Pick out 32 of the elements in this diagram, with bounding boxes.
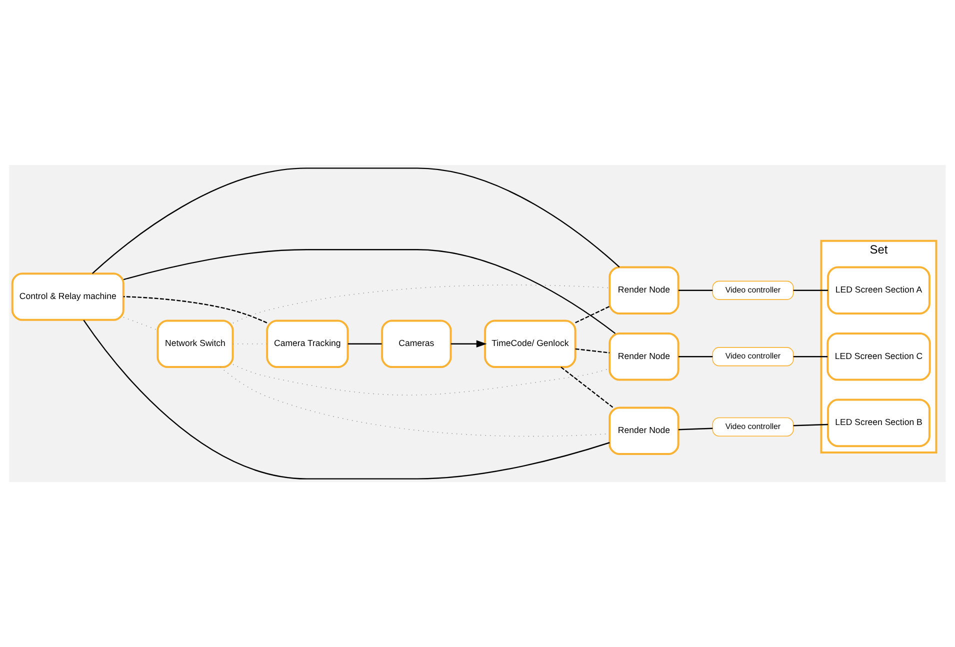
- node-box: Network Switch: [156, 320, 234, 368]
- connector: [575, 348, 610, 354]
- node-box: LED Screen Section A: [827, 266, 930, 315]
- connector: [793, 356, 828, 358]
- node-box: Render Node: [608, 406, 680, 456]
- node-box: Video controller: [712, 280, 794, 300]
- node-box: LED Screen Section B: [827, 398, 930, 448]
- connector: [232, 284, 610, 324]
- connector: [678, 290, 713, 291]
- connector: [678, 356, 713, 358]
- connector: [575, 306, 610, 324]
- connector: [348, 343, 382, 344]
- node-box: Video controller: [712, 347, 794, 366]
- node-box: Render Node: [608, 332, 680, 381]
- connector: [793, 424, 828, 426]
- node-box: LED Screen Section C: [826, 332, 931, 381]
- node-box: Camera Tracking: [266, 320, 349, 368]
- connector: [123, 249, 616, 334]
- connector: [123, 316, 158, 330]
- arrow: [450, 340, 487, 348]
- connector: [232, 364, 610, 396]
- connector: [678, 428, 713, 430]
- connector: [793, 290, 828, 291]
- connector: [83, 320, 610, 480]
- node-box: TimeCode/ Genlock: [484, 320, 576, 368]
- node-box: Video controller: [712, 417, 794, 436]
- node-box: Control & Relay machine: [11, 272, 124, 321]
- connector: [123, 296, 268, 324]
- node-box: Render Node: [608, 266, 680, 315]
- connector: [560, 366, 614, 408]
- node-box: Cameras: [381, 320, 452, 368]
- connector: [92, 168, 620, 274]
